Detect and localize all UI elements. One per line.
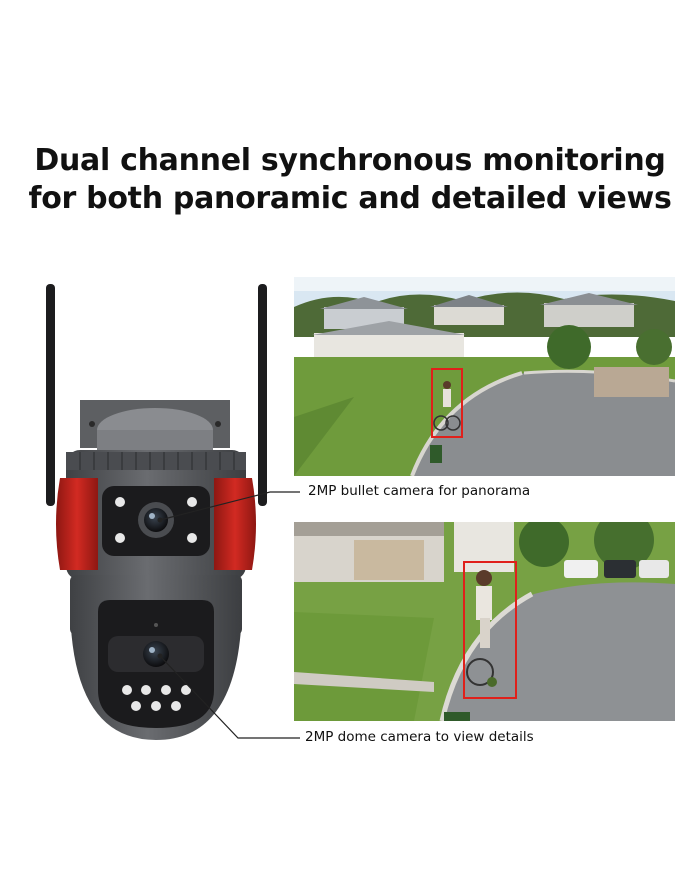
dome-lens — [143, 641, 169, 667]
dome-camera-callout: 2MP dome camera to view details — [305, 729, 534, 745]
right-red-bracket — [214, 478, 256, 570]
detail-detection-box — [463, 561, 517, 699]
headline-line-2: for both panoramic and detailed views — [28, 181, 672, 216]
bullet-callout-line — [159, 491, 300, 521]
left-antenna — [46, 284, 55, 506]
detail-photo — [294, 522, 675, 721]
left-red-bracket — [56, 478, 98, 570]
bullet-camera-callout: 2MP bullet camera for panorama — [308, 483, 531, 499]
right-antenna — [258, 284, 267, 506]
panorama-detection-box — [431, 368, 463, 438]
dome-callout-line — [159, 655, 300, 739]
panorama-photo — [294, 277, 675, 476]
headline-line-1: Dual channel synchronous monitoring — [34, 143, 666, 178]
headline: Dual channel synchronous monitoring for … — [0, 142, 700, 218]
